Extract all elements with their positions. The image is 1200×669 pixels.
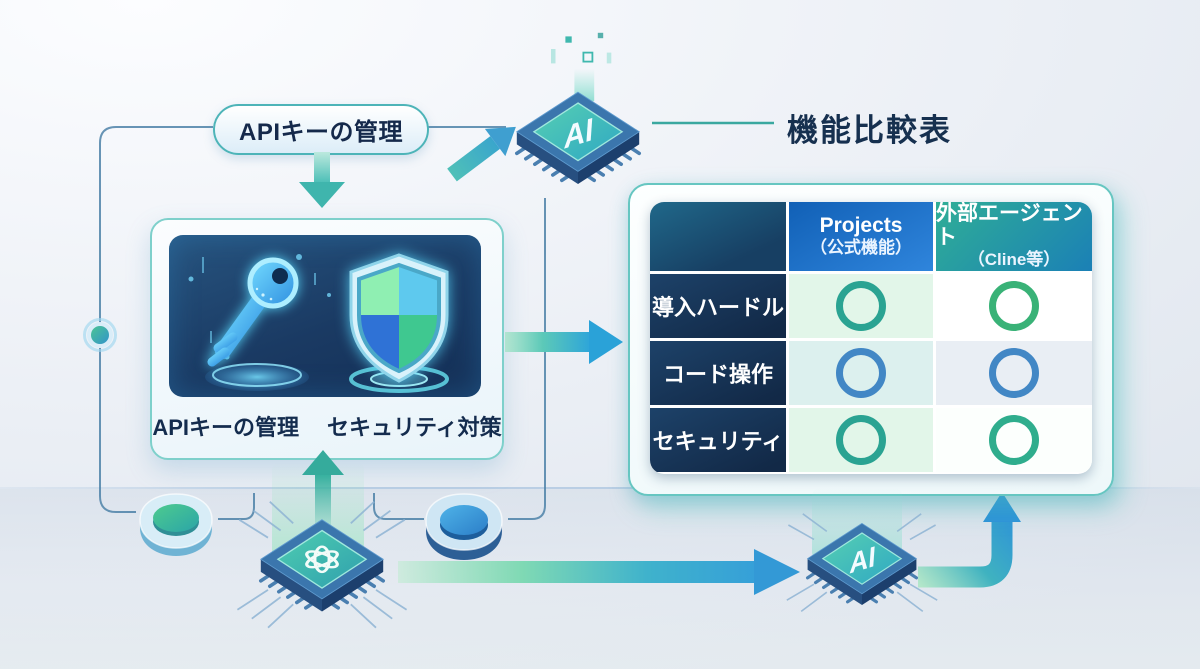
arrow-head <box>754 549 800 595</box>
api-key-management-pill: APIキーの管理 <box>213 104 429 155</box>
feature-panel <box>169 235 481 397</box>
circuit-traces <box>786 513 938 613</box>
circle-mark <box>989 348 1039 398</box>
comparison-table-card: Projects （公式機能） 外部エージェント （Cline等） 導入ハードル… <box>628 183 1114 496</box>
column-title: Projects <box>819 214 903 238</box>
up-arrow <box>302 450 344 536</box>
arrow-shaft <box>505 332 589 352</box>
curved-up-arrow <box>918 492 1021 588</box>
column-subtitle: （Cline等） <box>967 250 1061 270</box>
circle-mark <box>836 281 886 331</box>
arrow-shaft <box>398 561 754 583</box>
ai-chip-top: AI <box>515 32 641 184</box>
column-subtitle: （公式機能） <box>810 238 912 258</box>
shield-icon <box>349 253 449 393</box>
row-label: セキュリティ <box>650 408 786 472</box>
table-cell <box>936 341 1092 405</box>
circuit-traces <box>236 501 408 629</box>
button-node-blue <box>425 493 503 560</box>
key-icon <box>205 257 309 391</box>
arrow-head <box>589 320 623 364</box>
arrow-head <box>302 450 344 475</box>
node-dot <box>83 318 117 352</box>
openai-logo-icon <box>305 545 339 574</box>
ai-chip-bottom: AI <box>786 513 938 613</box>
arrow-shaft <box>315 475 331 535</box>
feature-card: APIキーの管理 セキュリティ対策 <box>150 218 504 460</box>
caption-api-key: APIキーの管理 <box>152 415 299 440</box>
column-title: 外部エージェント <box>936 202 1083 250</box>
circle-mark <box>989 415 1039 465</box>
arrow-shaft <box>314 152 330 182</box>
down-arrow <box>299 152 345 208</box>
button-node-green <box>139 493 213 556</box>
bottom-flow-arrow <box>398 549 800 595</box>
caption-security: セキュリティ対策 <box>327 415 502 440</box>
arrow-head <box>299 182 345 208</box>
table-cell <box>936 274 1092 338</box>
openai-chip <box>236 501 408 629</box>
circle-mark <box>989 281 1039 331</box>
row-label: 導入ハードル <box>650 274 786 338</box>
data-bits-decoration <box>551 32 612 102</box>
table-corner-cell <box>650 202 786 271</box>
row-label: コード操作 <box>650 341 786 405</box>
floor-divider-line <box>0 487 1200 489</box>
feature-caption: APIキーの管理 セキュリティ対策 <box>152 410 502 442</box>
circle-mark <box>836 348 886 398</box>
table-cell <box>789 274 933 338</box>
pill-label: APIキーの管理 <box>238 119 403 146</box>
comparison-table: Projects （公式機能） 外部エージェント （Cline等） 導入ハードル… <box>650 202 1092 474</box>
table-cell <box>789 341 933 405</box>
page-title: 機能比較表 <box>787 113 952 148</box>
table-column-header-projects: Projects （公式機能） <box>789 202 933 271</box>
table-cell <box>789 408 933 472</box>
card-to-table-arrow <box>505 320 623 364</box>
table-column-header-agent: 外部エージェント （Cline等） <box>936 202 1092 271</box>
table-cell <box>936 408 1092 472</box>
circle-mark <box>836 415 886 465</box>
